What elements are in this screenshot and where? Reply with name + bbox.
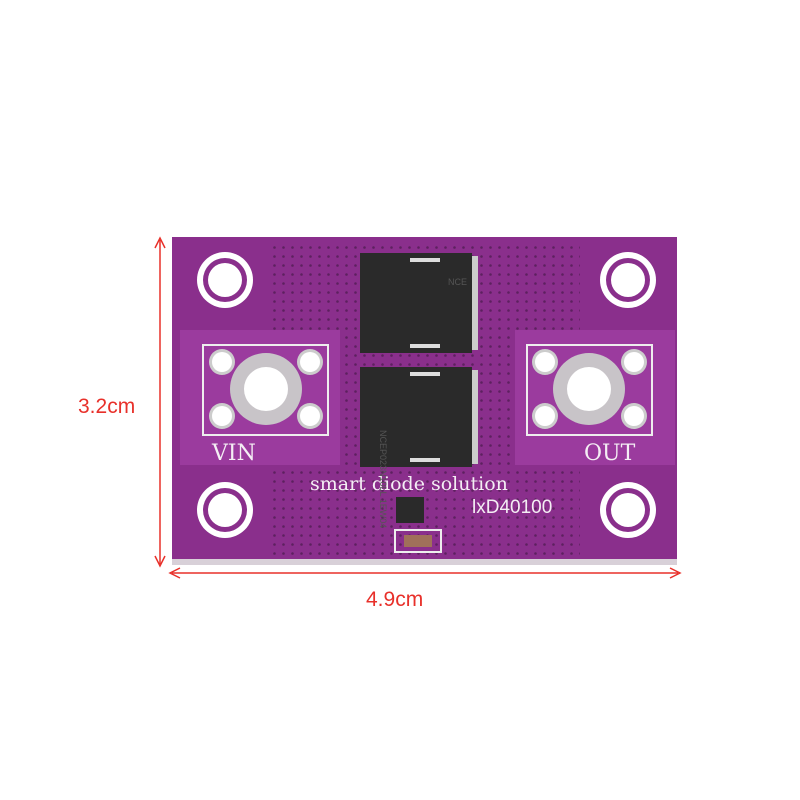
mosfet-bottom <box>360 367 478 467</box>
dimension-lines <box>154 236 682 579</box>
controller-ic <box>396 497 424 523</box>
mosfet-top <box>360 253 478 353</box>
vin-label: VIN <box>211 441 256 466</box>
out-terminal <box>526 344 653 436</box>
vin-terminal <box>202 344 329 436</box>
capacitor <box>394 529 442 553</box>
height-dimension-label: 3.2cm <box>78 395 136 418</box>
tagline: smart diode solution <box>310 473 508 495</box>
out-label: OUT <box>584 441 636 466</box>
chip-logo: NCE <box>448 277 467 287</box>
model-label: lxD40100 <box>472 497 552 518</box>
mounting-holes <box>197 252 656 538</box>
chip-marking: NCEP023N10LL 1EW04 <box>378 430 388 528</box>
width-dimension-label: 4.9cm <box>366 588 424 611</box>
